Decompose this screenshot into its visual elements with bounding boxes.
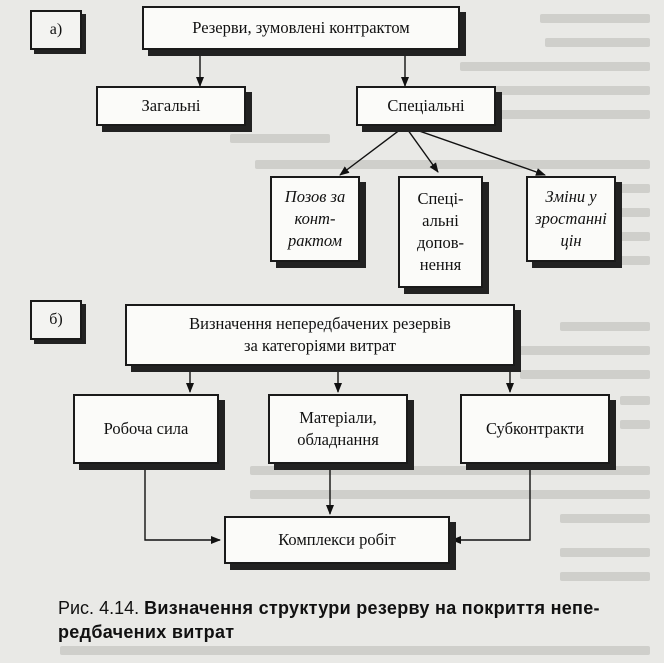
- caption-title: Визначення структури резерву на покриття…: [58, 598, 600, 643]
- special-additions-box: Спеці- альні допов- нення: [398, 176, 483, 288]
- section-a-tag: а): [30, 10, 82, 50]
- arrow-labor-to-works: [144, 464, 221, 544]
- section-b-tag: б): [30, 300, 82, 340]
- materials-equipment-box: Матеріали, обладнання: [268, 394, 408, 464]
- arrow-special-to-additions: [404, 125, 439, 173]
- arrow-special-to-lawsuit: [339, 125, 406, 176]
- labor-box: Робоча сила: [73, 394, 219, 464]
- contingency-reserves-by-cost-box: Визначення непередбачених резервів за ка…: [125, 304, 515, 366]
- contract-reserves-box: Резерви, зумовлені контрактом: [142, 6, 460, 50]
- caption-prefix: Рис. 4.14.: [58, 598, 145, 618]
- special-reserves-box: Спеціальні: [356, 86, 496, 126]
- arrow-special-to-price: [404, 125, 546, 176]
- figure-caption: Рис. 4.14. Визначення структури резерву …: [58, 596, 658, 645]
- price-growth-changes-box: Зміни у зростанні цін: [526, 176, 616, 262]
- work-packages-box: Комплекси робіт: [224, 516, 450, 564]
- contract-lawsuit-box: Позов за конт- рактом: [270, 176, 360, 262]
- subcontracts-box: Субконтракти: [460, 394, 610, 464]
- general-reserves-box: Загальні: [96, 86, 246, 126]
- arrow-subcontracts-to-works: [451, 464, 531, 544]
